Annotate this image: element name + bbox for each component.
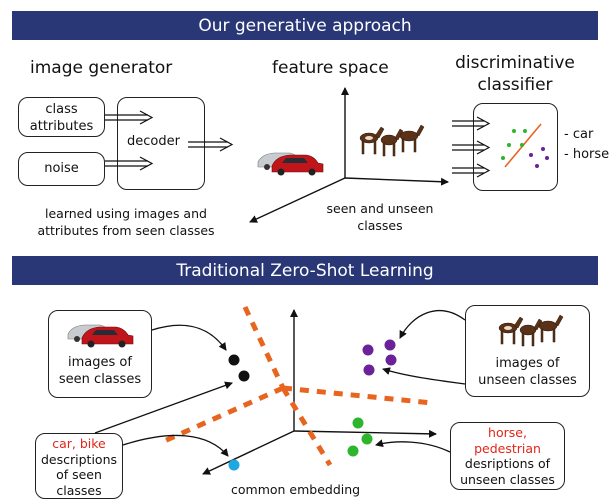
- seen-image-points: [228, 354, 250, 382]
- seen-desc-line3: classes: [56, 482, 102, 498]
- seen-description-point: [228, 459, 240, 471]
- unseen-images-arrow-2: [382, 367, 466, 385]
- common-embedding-label: common embedding: [231, 482, 361, 497]
- car-photo-icon: [257, 152, 324, 176]
- attr-to-decoder-arrow: [105, 110, 154, 125]
- unseen-descriptions-box: horse, pedestrian desriptions of unseen …: [450, 422, 565, 490]
- output-car-text: car: [572, 127, 594, 142]
- learned-note: learned using images and attributes from…: [10, 205, 242, 239]
- classifier-label: discriminative classifier: [440, 52, 590, 96]
- seen-descriptions-box: car, bike descriptions of seen classes: [35, 433, 123, 499]
- images-seen-line2: seen classes: [58, 372, 142, 387]
- output-car-label: - car: [564, 127, 594, 142]
- bottom-banner: Traditional Zero-Shot Learning: [12, 256, 598, 285]
- output-horse-text: horse: [572, 147, 610, 162]
- seen-desc-red: car, bike: [52, 436, 106, 451]
- classifier-input-arrows: [452, 116, 491, 178]
- feature-space-axes: [249, 87, 449, 223]
- images-seen-line1: images of: [68, 355, 132, 370]
- car-photo-icon: [67, 324, 134, 348]
- unseen-desc-line1: desriptions of: [464, 456, 551, 471]
- top-banner: Our generative approach: [12, 11, 598, 40]
- horse-photo-icon: [359, 124, 425, 157]
- classifier-label-line1: discriminative: [455, 53, 575, 73]
- noise-to-decoder-arrow: [105, 156, 154, 171]
- unseen-description-points: [347, 417, 373, 457]
- unseen-desc-arrow: [375, 439, 451, 453]
- class-attributes-line2: attributes: [29, 119, 94, 134]
- feature-space-label: feature space: [272, 58, 389, 78]
- decision-boundaries: [158, 305, 433, 467]
- learned-line1: learned using images and: [45, 206, 207, 221]
- seen-desc-to-images-arrow: [94, 381, 233, 434]
- output-horse-label: - horse: [564, 147, 610, 162]
- seen-unseen-note: seen and unseen classes: [305, 200, 455, 234]
- unseen-image-points: [362, 339, 397, 376]
- decoder-label: decoder: [127, 134, 180, 149]
- seen-images-arrow: [151, 324, 227, 351]
- top-banner-title: Our generative approach: [198, 15, 412, 36]
- images-unseen-box: images of unseen classes: [465, 305, 590, 397]
- class-attributes-line1: class: [45, 102, 78, 117]
- classifier-label-line2: classifier: [477, 75, 553, 95]
- unseen-desc-red-line1: horse,: [488, 425, 527, 440]
- seen-unseen-line2: classes: [357, 218, 403, 233]
- unseen-desc-line2: unseen classes: [460, 471, 555, 487]
- noise-label: noise: [44, 161, 79, 176]
- seen-desc-line1: descriptions: [40, 451, 117, 467]
- unseen-images-arrow: [399, 310, 466, 339]
- images-seen-box: images of seen classes: [48, 310, 152, 398]
- noise-box: noise: [18, 152, 105, 186]
- images-unseen-line2: unseen classes: [478, 373, 577, 388]
- decoder-box: decoder: [117, 97, 205, 190]
- decoder-output-arrow: [188, 137, 234, 152]
- learned-line2: attributes from seen classes: [37, 223, 215, 238]
- embedding-axes: [202, 309, 437, 475]
- seen-unseen-line1: seen and unseen: [326, 201, 434, 216]
- image-generator-label: image generator: [30, 58, 173, 78]
- seen-desc-line2: of seen: [56, 467, 102, 482]
- seen-desc-arrow: [122, 434, 229, 457]
- unseen-desc-red-line2: pedestrian: [474, 440, 541, 456]
- images-unseen-line1: images of: [495, 356, 560, 371]
- class-attributes-box: class attributes: [18, 97, 105, 137]
- bottom-banner-title: Traditional Zero-Shot Learning: [176, 260, 434, 281]
- classifier-points: [501, 123, 549, 168]
- horse-photo-icon: [498, 314, 564, 347]
